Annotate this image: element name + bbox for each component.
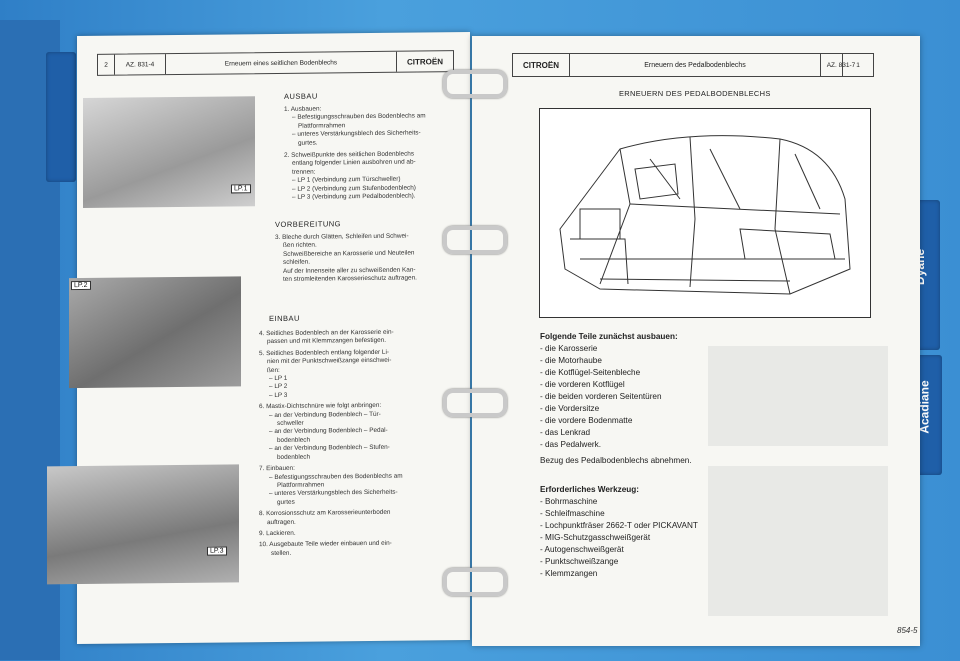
- parts-item: - das Lenkrad: [540, 428, 591, 437]
- binder-ring: [443, 70, 507, 98]
- photo-lp3: LP.3: [47, 464, 239, 585]
- tools-item: - Klemmzangen: [540, 569, 598, 578]
- tools-item: - Punktschweißzange: [540, 557, 619, 566]
- einbau-text: 4. Seitliches Bodenblech an der Karosser…: [259, 328, 454, 558]
- parts-heading: Folgende Teile zunächst ausbauen:: [540, 332, 678, 341]
- parts-item: - die vordere Bodenmatte: [540, 416, 633, 425]
- parts-item: - die Karosserie: [540, 344, 598, 353]
- tools-list: Erforderliches Werkzeug: - Bohrmaschine …: [540, 484, 800, 580]
- einbau-line: stellen.: [271, 549, 292, 557]
- ausbau-heading: AUSBAU: [284, 91, 318, 101]
- label-lp1: LP.1: [231, 184, 251, 194]
- left-header-title: Erneuern eines seitlichen Bodenblechs: [166, 51, 397, 75]
- page-footer-number: 854-5: [897, 626, 918, 635]
- tools-item: - Lochpunktfräser 2662-T oder PICKAVANT: [540, 521, 698, 530]
- binder-ring: [443, 226, 507, 254]
- left-header-code: AZ. 831-4: [115, 54, 166, 75]
- tools-item: - Bohrmaschine: [540, 497, 598, 506]
- parts-item: - die Motorhaube: [540, 356, 602, 365]
- figure-title: ERNEUERN DES PEDALBODENBLECHS: [619, 89, 771, 98]
- label-lp3: LP.3: [207, 546, 227, 556]
- ausbau-text: 1. Ausbauen: – Befestigungsschrauben des…: [284, 104, 459, 202]
- einbau-line: bodenblech: [277, 453, 311, 461]
- left-header-brand: CITROËN: [407, 56, 443, 67]
- print-through: [708, 346, 888, 446]
- remove-note: Bezug des Pedalbodenblechs abnehmen.: [540, 456, 692, 465]
- einbau-line: auftragen.: [267, 518, 296, 526]
- right-header-title: Erneuern des Pedalbodenblechs: [570, 54, 821, 76]
- vorbereitung-heading: VORBEREITUNG: [275, 219, 342, 229]
- tools-item: - Autogenschweißgerät: [540, 545, 624, 554]
- right-header: CITROËN Erneuern des Pedalbodenblechs AZ…: [512, 53, 874, 77]
- right-header-code: AZ. 831-7: [826, 61, 856, 69]
- left-header-page-no: 2: [98, 54, 115, 75]
- print-through: [708, 466, 888, 616]
- tools-heading: Erforderliches Werkzeug:: [540, 485, 640, 494]
- einbau-line: – LP 3: [269, 391, 288, 399]
- parts-item: - die Vordersitze: [540, 404, 600, 413]
- tools-item: - Schleifmaschine: [540, 509, 605, 518]
- parts-item: - die beiden vorderen Seitentüren: [540, 392, 662, 401]
- parts-item: - die vorderen Kotflügel: [540, 380, 625, 389]
- right-header-pageno-box: 1: [842, 53, 874, 77]
- left-header: 2 AZ. 831-4 Erneuern eines seitlichen Bo…: [97, 50, 454, 76]
- right-header-page-no: 1: [856, 61, 860, 69]
- parts-item: - das Pedalwerk.: [540, 440, 601, 449]
- binder-ring: [443, 568, 507, 596]
- einbau-line: passen und mit Klemmzangen befestigen.: [267, 337, 387, 346]
- vorbereitung-text: 3. Bleche durch Glätten, Schleifen und S…: [275, 232, 455, 284]
- einbau-line: gurtes: [277, 498, 295, 506]
- divider-tab-left: [46, 52, 76, 182]
- car-body-drawing: [539, 108, 871, 318]
- tools-item: - MIG-Schutzgasschweißgerät: [540, 533, 651, 542]
- parts-item: - die Kotflügel-Seitenbleche: [540, 368, 641, 377]
- left-page: 2 AZ. 831-4 Erneuern eines seitlichen Bo…: [47, 31, 470, 645]
- ausbau-line: – LP 3 (Verbindung zum Pedalbodenblech).: [292, 192, 416, 201]
- parts-list: Folgende Teile zunächst ausbauen: - die …: [540, 331, 800, 467]
- right-header-brand: CITROËN: [513, 54, 570, 76]
- photo-lp1: LP.1: [83, 96, 255, 208]
- car-body-sketch: [559, 135, 851, 295]
- label-lp2: LP.2: [71, 280, 91, 291]
- einbau-heading: EINBAU: [269, 313, 300, 324]
- einbau-line: 9. Lackieren.: [259, 529, 296, 538]
- photo-lp2: LP.2: [69, 276, 241, 389]
- vorbereitung-line: ten stromleitenden Karosserieschutz auft…: [283, 274, 417, 283]
- binder-ring: [443, 389, 507, 417]
- ausbau-line: gurtes.: [298, 139, 318, 147]
